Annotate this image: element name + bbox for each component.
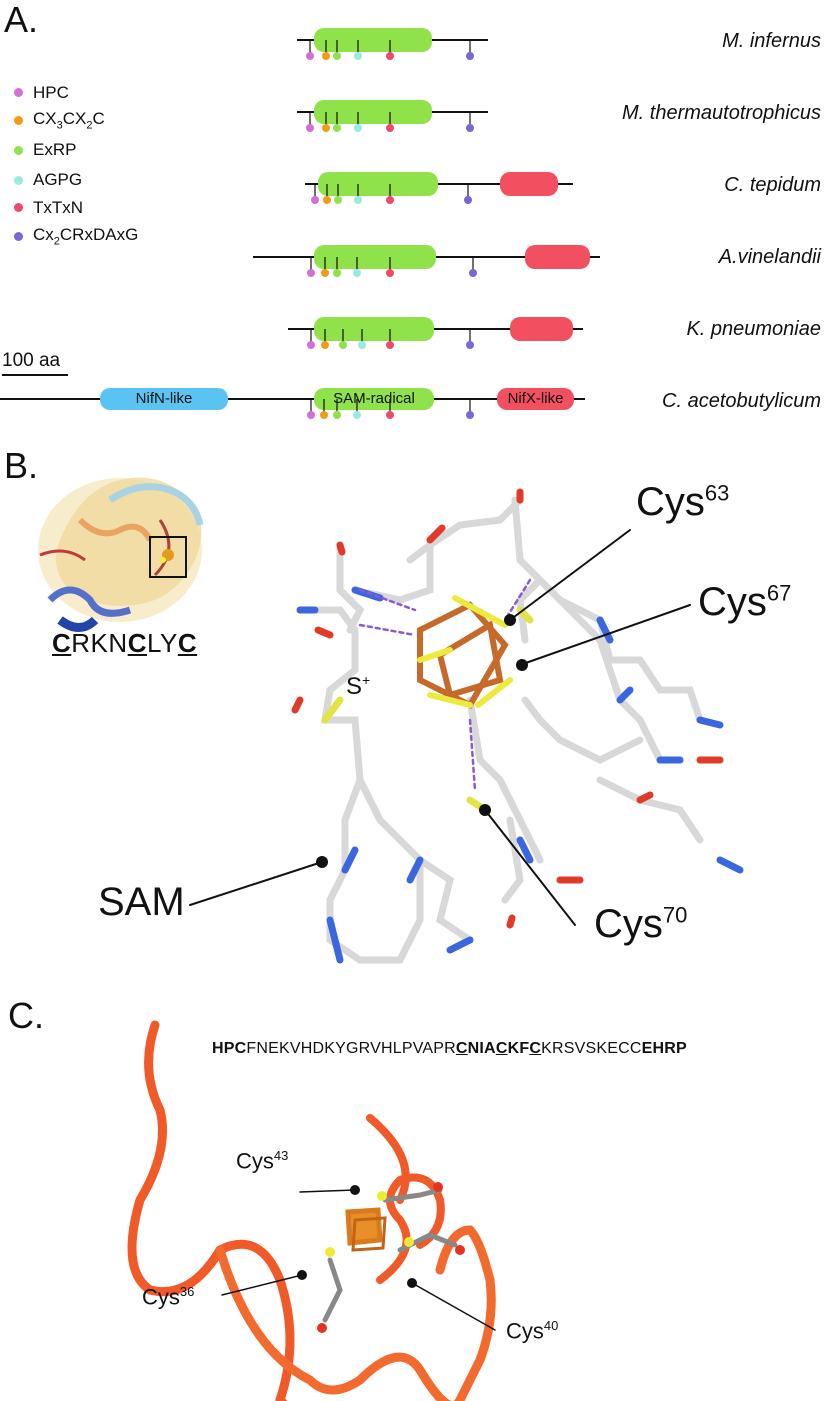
motif-part-1: RKN bbox=[71, 628, 128, 658]
ferredoxin-sequence: HPCFNEKVHDKYGRVHLPVAPRCNIACKFCKRSVSKECCE… bbox=[212, 1040, 687, 1058]
label-cys36: Cys36 bbox=[142, 1284, 194, 1310]
scale-bar-label: 100 aa bbox=[2, 350, 61, 371]
architecture-row-m-infernus bbox=[297, 28, 488, 60]
label-sam: SAM bbox=[98, 880, 185, 924]
label-cys70-sup: 70 bbox=[662, 902, 688, 928]
legend-label-agpg: AGPG bbox=[33, 170, 83, 189]
legend-dot-cx3cx2c bbox=[14, 115, 23, 125]
motif-legend: HPC CX3CX2C ExRP AGPG TxTxN Cx2CRxDAxG bbox=[14, 80, 138, 252]
label-cys36-text: Cys bbox=[142, 1284, 180, 1310]
label-cys43: Cys43 bbox=[236, 1148, 288, 1174]
protein-overview-image bbox=[38, 477, 204, 632]
legend-dot-agpg bbox=[14, 175, 23, 185]
legend-label-cx3cx2c: CX3CX2C bbox=[33, 108, 105, 132]
species-m-infernus: M. infernus bbox=[722, 30, 821, 52]
architecture-row-m-thermautotrophicus bbox=[297, 100, 488, 132]
panel-b-letter: B. bbox=[4, 445, 39, 486]
label-cys40-text: Cys bbox=[506, 1318, 544, 1344]
architecture-row-k-pneumoniae bbox=[288, 317, 583, 349]
panel-c-letter: C. bbox=[8, 995, 44, 1036]
architecture-row-c-tepidum bbox=[305, 172, 573, 204]
seq-part-g: EHRP bbox=[641, 1040, 687, 1057]
seq-part-b: FNEKVHDKYGRVHLPVAPR bbox=[246, 1040, 456, 1057]
seq-part-e: KF bbox=[507, 1040, 530, 1057]
label-sulfonium-sup: + bbox=[362, 672, 371, 688]
domain-label-sam: SAM-radical bbox=[333, 390, 415, 407]
seq-cys-3: C bbox=[529, 1040, 542, 1057]
panel-a-letter: A. bbox=[4, 0, 39, 40]
legend-label-exrp: ExRP bbox=[33, 140, 77, 159]
label-cys70: Cys70 bbox=[594, 902, 687, 947]
legend-dot-cx2crxdaxg bbox=[14, 231, 23, 241]
legend-label-cx2crxdaxg: Cx2CRxDAxG bbox=[33, 224, 139, 248]
domain-label-nifx: NifX-like bbox=[507, 390, 564, 407]
seq-part-a: HPC bbox=[212, 1040, 247, 1057]
label-cys63: Cys63 bbox=[636, 480, 729, 525]
label-cys67-sup: 67 bbox=[766, 580, 792, 606]
active-site-structure bbox=[189, 488, 744, 964]
label-cys63-text: Cys bbox=[636, 480, 705, 524]
label-cys36-sup: 36 bbox=[179, 1284, 195, 1299]
label-cys63-sup: 63 bbox=[704, 480, 730, 506]
motif-cys-2: C bbox=[127, 628, 147, 658]
label-cys43-text: Cys bbox=[236, 1148, 274, 1174]
legend-item-hpc: HPC bbox=[14, 80, 138, 105]
legend-item-txtxn: TxTxN bbox=[14, 195, 138, 220]
species-m-thermautotrophicus: M. thermautotrophicus bbox=[622, 102, 821, 124]
label-cys43-sup: 43 bbox=[273, 1148, 289, 1163]
species-a-vinelandii: A.vinelandii bbox=[718, 246, 821, 268]
legend-item-cx3cx2c: CX3CX2C bbox=[14, 105, 138, 135]
seq-part-f: KRSVSKECC bbox=[541, 1040, 642, 1057]
label-cys67-text: Cys bbox=[698, 580, 767, 624]
motif-sequence: CRKNCLYC bbox=[52, 628, 197, 659]
motif-cys-1: C bbox=[52, 628, 72, 658]
species-c-tepidum: C. tepidum bbox=[724, 174, 821, 196]
legend-dot-hpc bbox=[14, 88, 23, 97]
motif-part-2: LY bbox=[146, 628, 178, 658]
legend-label-hpc: HPC bbox=[33, 82, 69, 102]
motif-cys-3: C bbox=[177, 628, 198, 658]
seq-cys-2: C bbox=[495, 1040, 508, 1057]
label-cys40-sup: 40 bbox=[543, 1318, 559, 1333]
legend-item-cx2crxdaxg: Cx2CRxDAxG bbox=[14, 220, 138, 252]
legend-dot-exrp bbox=[14, 145, 23, 155]
species-c-acetobutylicum: C. acetobutylicum bbox=[662, 390, 821, 412]
label-cys40: Cys40 bbox=[506, 1318, 558, 1344]
label-cys67: Cys67 bbox=[698, 580, 791, 625]
label-sulfonium-text: S bbox=[346, 673, 363, 700]
ferredoxin-ribbon bbox=[127, 1020, 496, 1401]
species-k-pneumoniae: K. pneumoniae bbox=[686, 318, 821, 340]
domain-label-nifn: NifN-like bbox=[135, 390, 193, 407]
architecture-row-a-vinelandii bbox=[253, 245, 600, 277]
legend-item-exrp: ExRP bbox=[14, 135, 138, 165]
legend-dot-txtxn bbox=[14, 203, 23, 212]
legend-label-txtxn: TxTxN bbox=[33, 197, 84, 217]
seq-cys-1: C bbox=[455, 1040, 468, 1057]
legend-item-agpg: AGPG bbox=[14, 165, 138, 195]
label-cys70-text: Cys bbox=[594, 902, 663, 946]
architecture-row-c-acetobutylicum bbox=[0, 388, 585, 419]
seq-part-d: NIA bbox=[467, 1040, 496, 1057]
label-sulfonium: S+ bbox=[346, 672, 370, 701]
